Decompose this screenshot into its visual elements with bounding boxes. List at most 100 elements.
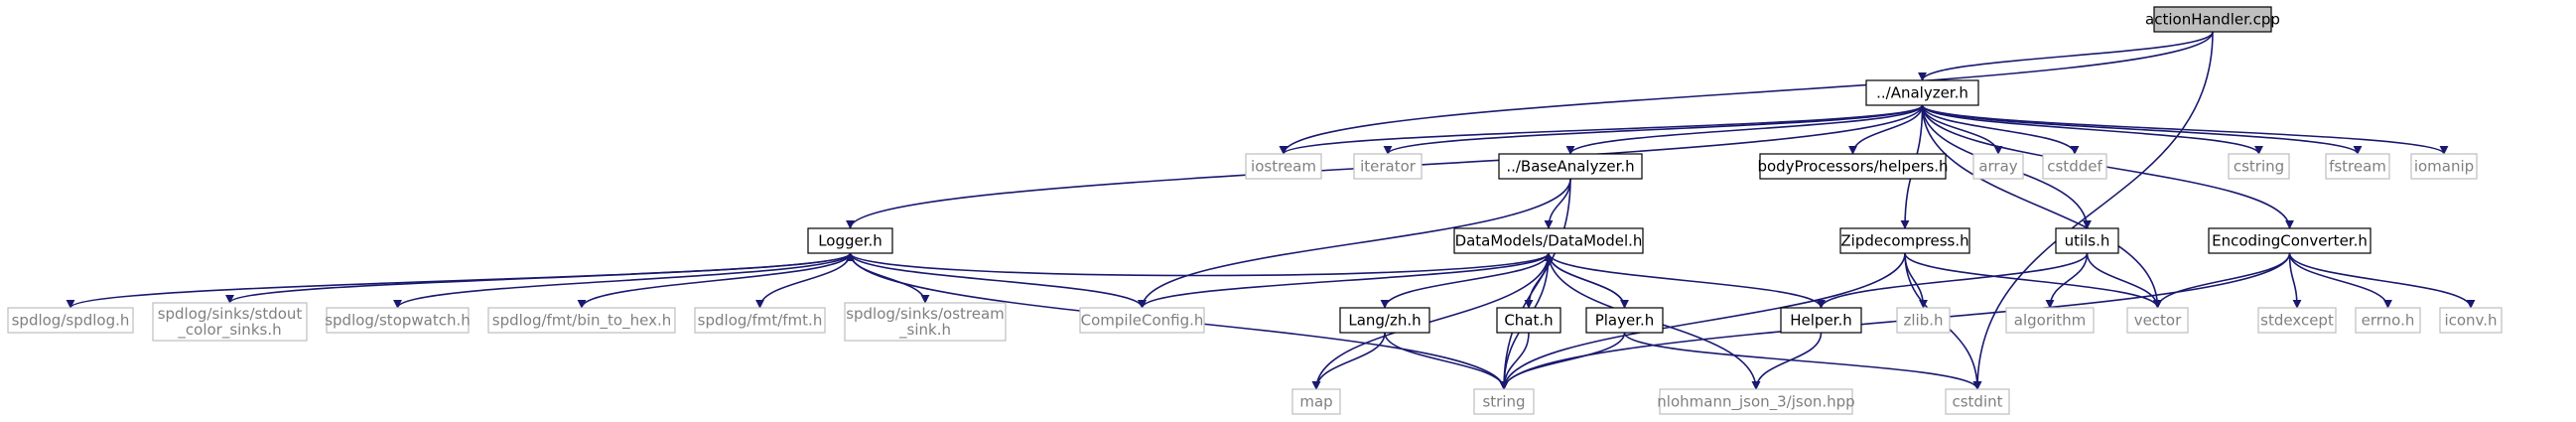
node-Helper-box — [1780, 307, 1862, 334]
node-Chat-box — [1496, 307, 1561, 334]
node-json-box — [1659, 388, 1853, 415]
node-array-label: array — [1978, 158, 2017, 176]
edge-actionHandler-to-iostream — [1279, 31, 2214, 155]
node-ostream_sink-label: spdlog/sinks/ostream — [846, 305, 1005, 323]
edge-Helper-to-json — [1751, 332, 1823, 390]
node-map-box — [1291, 388, 1341, 415]
node-iomanip: iomanip — [2410, 153, 2478, 180]
edge-actionHandler-to-Analyzer — [1918, 31, 2214, 81]
edge-Zipdecompress-to-string — [1499, 252, 1906, 390]
node-Logger[interactable]: Logger.h — [807, 227, 893, 254]
node-iterator: iterator — [1353, 153, 1423, 180]
node-Logger-label: Logger.h — [818, 232, 882, 250]
node-zlib: zlib.h — [1896, 307, 1951, 334]
node-zlib-box — [1896, 307, 1951, 334]
edge-DataModel-to-Logger — [846, 252, 1550, 277]
node-iterator-box — [1353, 153, 1423, 180]
node-iconv-label: iconv.h — [2444, 312, 2497, 330]
node-array: array — [1972, 153, 2024, 180]
node-cstdint-label: cstdint — [1952, 393, 2002, 411]
node-DataModel-label: DataModels/DataModel.h — [1455, 232, 1643, 250]
edge-Logger-to-fmt — [755, 252, 852, 309]
node-fstream-label: fstream — [2329, 158, 2386, 176]
node-spdlog-box — [7, 307, 134, 334]
node-CompileConfig: CompileConfig.h — [1079, 307, 1205, 334]
edge-Logger-to-bin_to_hex — [577, 252, 852, 309]
node-iostream-label: iostream — [1251, 158, 1316, 176]
edge-Logger-to-stdout_sinks — [225, 252, 852, 304]
node-fmt: spdlog/fmt/fmt.h — [694, 307, 826, 334]
node-BaseAnalyzer[interactable]: ../BaseAnalyzer.h — [1498, 153, 1643, 180]
node-Zipdecompress-label: Zipdecompress.h — [1840, 232, 1968, 250]
node-fstream-box — [2325, 153, 2390, 180]
node-algorithm-box — [2005, 307, 2095, 334]
node-stdexcept-label: stdexcept — [2260, 312, 2334, 330]
node-Chat-label: Chat.h — [1504, 312, 1553, 330]
node-Zipdecompress-box — [1839, 227, 1970, 254]
node-Langzh-box — [1339, 307, 1430, 334]
edge-Logger-to-CompileConfig — [849, 252, 1147, 309]
node-ostream_sink-label: _sink.h — [898, 321, 951, 340]
edge-DataModel-to-CompileConfig — [1138, 252, 1550, 309]
node-Langzh[interactable]: Lang/zh.h — [1339, 307, 1430, 334]
node-bin_to_hex: spdlog/fmt/bin_to_hex.h — [487, 307, 676, 334]
node-Chat[interactable]: Chat.h — [1496, 307, 1561, 334]
node-ostream_sink: spdlog/sinks/ostream_sink.h — [844, 302, 1007, 342]
node-Player-label: Player.h — [1595, 312, 1655, 330]
node-stdout_sinks-label: _color_sinks.h — [177, 321, 281, 340]
node-stdexcept-box — [2257, 307, 2337, 334]
node-stopwatch: spdlog/stopwatch.h — [325, 307, 471, 334]
node-errno-label: errno.h — [2362, 312, 2415, 330]
node-json: nlohmann_json_3/json.hpp — [1657, 388, 1855, 415]
node-spdlog-label: spdlog/spdlog.h — [12, 312, 130, 330]
node-EncodingConverter[interactable]: EncodingConverter.h — [2208, 227, 2372, 254]
node-string-box — [1473, 388, 1535, 415]
node-actionHandler[interactable]: actionHandler.cpp — [2145, 6, 2280, 33]
node-cstring: cstring — [2228, 153, 2290, 180]
node-vector: vector — [2126, 307, 2189, 334]
node-string-label: string — [1482, 393, 1525, 411]
node-Helper-label: Helper.h — [1790, 312, 1852, 330]
edge-Player-to-string — [1499, 332, 1626, 390]
node-Player[interactable]: Player.h — [1585, 307, 1664, 334]
edge-BaseAnalyzer-to-CompileConfig — [1138, 178, 1571, 309]
edge-Analyzer-to-vector — [1921, 104, 2162, 309]
node-spdlog: spdlog/spdlog.h — [7, 307, 134, 334]
node-utils[interactable]: utils.h — [2055, 227, 2119, 254]
edge-Analyzer-to-cstring — [1921, 104, 2263, 155]
node-Zipdecompress[interactable]: Zipdecompress.h — [1839, 227, 1970, 254]
node-Helper[interactable]: Helper.h — [1780, 307, 1862, 334]
node-cstdint: cstdint — [1945, 388, 2010, 415]
node-ostream_sink-box — [844, 302, 1007, 342]
edge-Player-to-DataModel — [1544, 252, 1626, 309]
node-iconv: iconv.h — [2439, 307, 2503, 334]
node-Analyzer[interactable]: ../Analyzer.h — [1865, 79, 1979, 106]
node-vector-label: vector — [2134, 312, 2182, 330]
node-cstdint-box — [1945, 388, 2010, 415]
node-cstddef-box — [2042, 153, 2107, 180]
node-EncodingConverter-label: EncodingConverter.h — [2212, 232, 2368, 250]
node-iomanip-box — [2410, 153, 2478, 180]
edge-Player-to-cstdint — [1623, 332, 1982, 390]
edge-Analyzer-to-cstddef — [1921, 104, 2080, 155]
node-cstring-label: cstring — [2234, 158, 2284, 176]
edge-Analyzer-to-fstream — [1921, 104, 2363, 155]
edge-Analyzer-to-helpers — [1848, 104, 1924, 155]
node-DataModel[interactable]: DataModels/DataModel.h — [1453, 227, 1644, 254]
edge-Langzh-to-string — [1384, 332, 1509, 390]
node-errno-box — [2355, 307, 2421, 334]
node-CompileConfig-label: CompileConfig.h — [1081, 312, 1204, 330]
node-json-label: nlohmann_json_3/json.hpp — [1657, 393, 1854, 412]
node-DataModel-box — [1453, 227, 1644, 254]
edge-Analyzer-to-iterator — [1383, 104, 1924, 155]
node-stopwatch-box — [326, 307, 470, 334]
node-CompileConfig-box — [1079, 307, 1205, 334]
edge-Logger-to-spdlog — [66, 252, 852, 309]
node-helpers[interactable]: bodyProcessors/helpers.h — [1757, 153, 1949, 180]
edge-EncodingConverter-to-stdexcept — [2288, 252, 2302, 309]
node-stdout_sinks-label: spdlog/sinks/stdout — [158, 305, 303, 323]
edge-Langzh-to-map — [1311, 332, 1386, 390]
node-stdout_sinks-box — [152, 302, 308, 342]
node-utils-box — [2055, 227, 2119, 254]
